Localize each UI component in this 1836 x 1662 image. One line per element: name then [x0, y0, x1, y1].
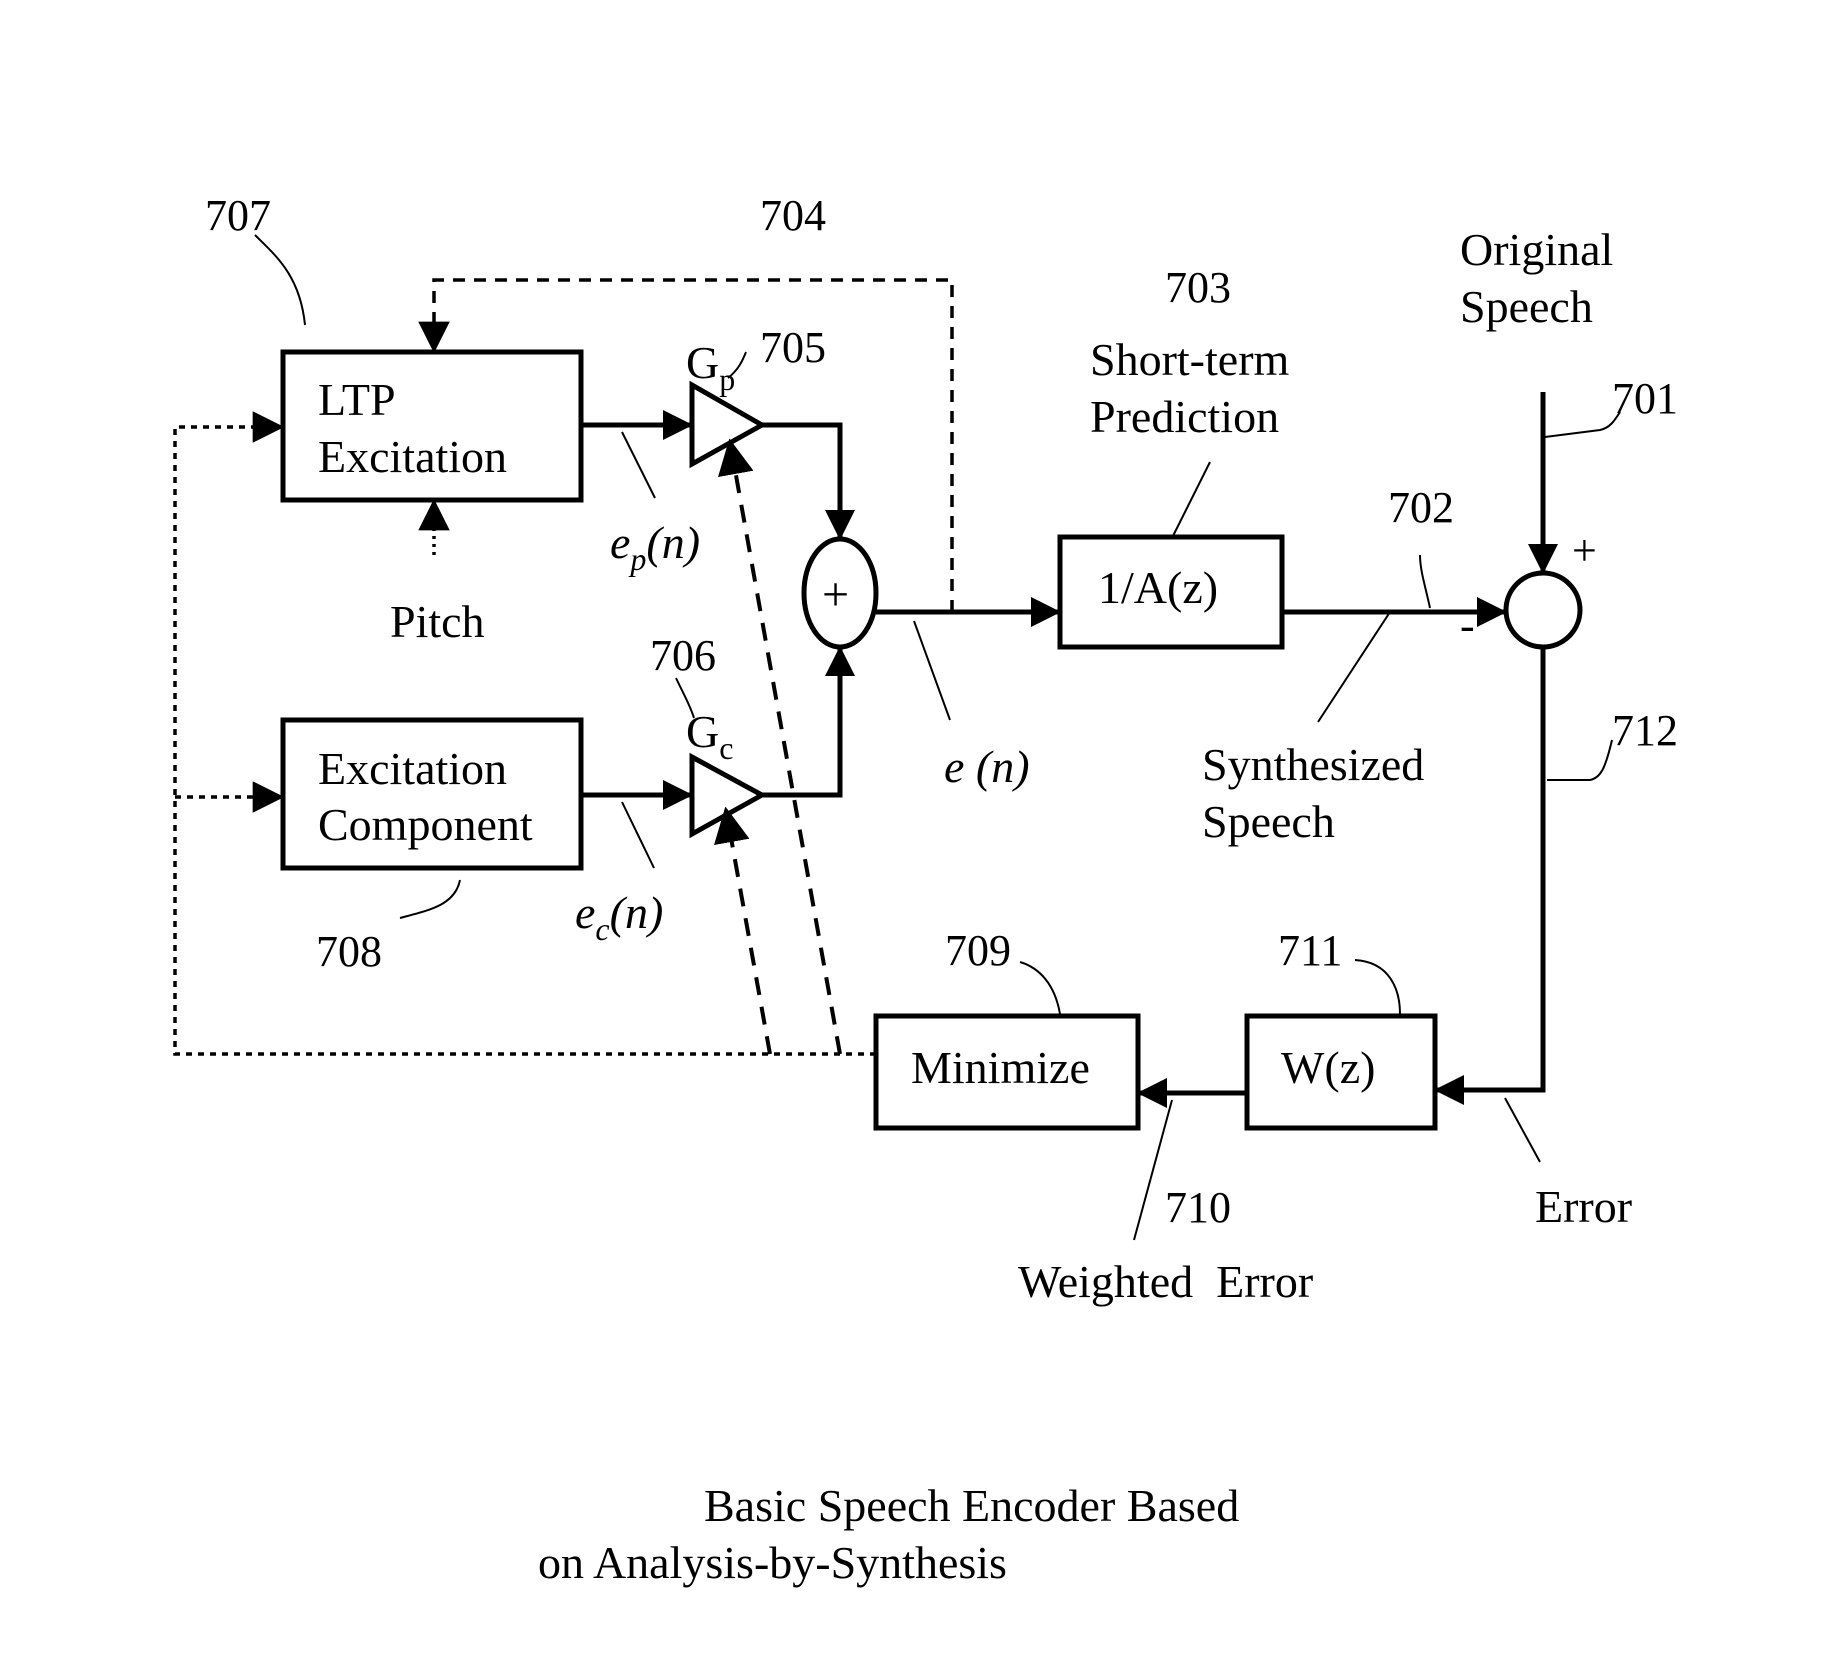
ec-n-label: ec(n) — [575, 887, 663, 947]
short-term-label-line2: Prediction — [1090, 391, 1279, 442]
gain-gc-amplifier: Gc — [686, 706, 762, 834]
weighted-error-label: Weighted Error — [1018, 1256, 1313, 1307]
minus-sign: - — [1460, 601, 1475, 650]
original-speech-line1: Original — [1460, 224, 1613, 275]
ref-701: 701 — [1612, 374, 1678, 423]
adder-plus: + — [822, 568, 849, 621]
e-n-label: e (n) — [944, 741, 1030, 792]
ref-712: 712 — [1612, 706, 1678, 755]
caption-line2: on Analysis-by-Synthesis — [538, 1537, 1007, 1588]
ref-705: 705 — [760, 323, 826, 372]
ref-702: 702 — [1388, 483, 1454, 532]
minimize-label: Minimize — [911, 1042, 1090, 1093]
exc-label-line1: Excitation — [318, 743, 507, 794]
synthesis-filter-block: 1/A(z) — [1060, 537, 1282, 647]
gain-gp-amplifier: Gp — [686, 337, 762, 464]
weighting-filter-block: W(z) — [1247, 1016, 1435, 1128]
subtractor — [1506, 573, 1580, 647]
feedback-paths — [175, 280, 952, 1054]
ref-709: 709 — [945, 926, 1011, 975]
original-speech-line2: Speech — [1460, 281, 1593, 332]
plus-sign: + — [1572, 526, 1597, 575]
error-label: Error — [1535, 1181, 1632, 1232]
minimize-block: Minimize — [876, 1016, 1138, 1128]
synthesized-speech-line1: Synthesized — [1202, 739, 1424, 790]
ep-n-label: ep(n) — [610, 517, 700, 577]
ref-710: 710 — [1165, 1183, 1231, 1232]
ltp-excitation-block: LTP Excitation — [283, 352, 581, 500]
ref-711: 711 — [1278, 926, 1342, 975]
ltp-label-line2: Excitation — [318, 431, 507, 482]
weighting-filter-label: W(z) — [1281, 1042, 1375, 1093]
caption-line1: Basic Speech Encoder Based — [704, 1480, 1239, 1531]
adder: + — [804, 539, 876, 647]
ref-707: 707 — [205, 191, 271, 240]
short-term-label-line1: Short-term — [1090, 334, 1290, 385]
excitation-component-block: Excitation Component — [283, 720, 581, 868]
exc-label-line2: Component — [318, 799, 533, 850]
ref-704: 704 — [760, 191, 826, 240]
ref-708: 708 — [316, 927, 382, 976]
ref-703: 703 — [1165, 263, 1231, 312]
synthesized-speech-line2: Speech — [1202, 796, 1335, 847]
ltp-label-line1: LTP — [318, 374, 396, 425]
pitch-label: Pitch — [390, 596, 485, 647]
synthesis-filter-label: 1/A(z) — [1098, 562, 1218, 613]
ref-706: 706 — [650, 631, 716, 680]
